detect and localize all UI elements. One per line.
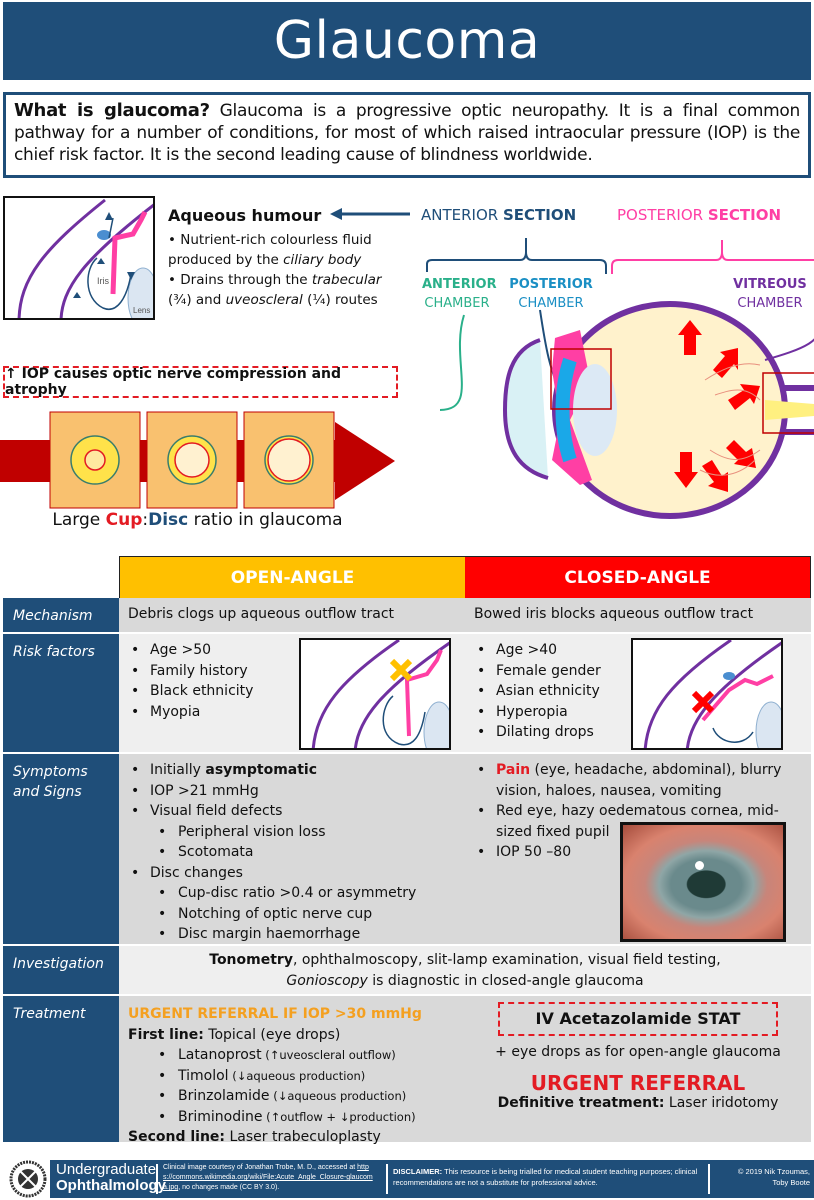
symptom-open-item: Visual field defects — [128, 801, 456, 822]
aqueous-humour-title: Aqueous humour — [168, 206, 322, 225]
risk-open-item: Myopia — [128, 702, 456, 723]
risk-closed-item: Age >40 — [474, 640, 802, 661]
comparison-table: OPEN-ANGLE CLOSED-ANGLE Mechanism Debris… — [3, 556, 811, 1145]
second-line-treatment: Second line: Laser trabeculoplasty — [128, 1129, 381, 1145]
page-title: Glaucoma — [273, 11, 541, 71]
credit-link[interactable]: https://commons.wikimedia.org/wiki/File:… — [163, 1164, 373, 1191]
eye-cross-section-diagram — [439, 301, 814, 519]
row-label-treatment: Treatment — [3, 996, 119, 1142]
definitive-treatment: Definitive treatment: Laser iridotomy — [497, 1095, 779, 1111]
urgent-referral-label: URGENT REFERRAL — [530, 1070, 746, 1095]
copyright: © 2019 Nik Tzoumas,Toby Boote — [737, 1167, 810, 1187]
open-angle-diagram — [299, 638, 451, 750]
section-braces — [426, 238, 814, 274]
iop-note-text: ↑ IOP causes optic nerve compression and… — [5, 366, 342, 398]
symptoms-open: Initially asymptomatic IOP >21 mmHg Visu… — [119, 754, 465, 944]
symptom-open-item: IOP >21 mmHg — [128, 781, 456, 802]
symptom-closed-item: Red eye, hazy oedematous cornea, mid-siz… — [474, 801, 802, 842]
risk-open-item: Age >50 — [128, 640, 456, 661]
row-label-risk-factors: Risk factors — [3, 634, 119, 752]
urgent-referral-threshold: URGENT REFERRAL IF IOP >30 mmHg — [128, 1006, 422, 1022]
aqueous-humour-list: • Nutrient-rich colourless fluid produce… — [168, 230, 408, 310]
intro-heading: What is glaucoma? — [14, 100, 210, 121]
symptom-open-item: Initially asymptomatic — [128, 760, 456, 781]
intro-box: What is glaucoma? Glaucoma is a progress… — [3, 92, 811, 178]
risk-closed-item: Dilating drops — [474, 722, 802, 743]
blocked-angle-icon — [691, 690, 715, 714]
optic-disc-stage-3 — [243, 411, 335, 509]
iris-label: Iris — [97, 276, 109, 286]
risk-closed: Age >40 Female gender Asian ethnicity Hy… — [465, 634, 811, 752]
blocked-trabecular-icon — [389, 658, 413, 682]
mechanism-open: Debris clogs up aqueous outflow tract — [119, 598, 465, 632]
header-open-angle: OPEN-ANGLE — [120, 557, 465, 598]
risk-closed-item: Hyperopia — [474, 702, 802, 723]
risk-open-item: Family history — [128, 661, 456, 682]
symptom-closed-item: IOP 50 –80 — [474, 842, 802, 863]
row-label-mechanism: Mechanism — [3, 598, 119, 632]
symptoms-closed: Pain (eye, headache, abdominal), blurry … — [465, 754, 811, 944]
drug-item: Briminodine (↑outflow + ↓production) — [128, 1107, 456, 1128]
risk-closed-item: Asian ethnicity — [474, 681, 802, 702]
disclaimer: DISCLAIMER: This resource is being trial… — [393, 1167, 698, 1187]
footer: Undergraduate Ophthalmology Clinical ima… — [0, 1158, 814, 1200]
optic-disc-stage-1 — [49, 411, 141, 509]
image-credit: Clinical image courtesy of Jonathan Trob… — [163, 1164, 373, 1191]
symptom-open-subitem: Cup-disc ratio >0.4 or asymmetry — [128, 883, 456, 904]
optic-disc-stage-2 — [146, 411, 238, 509]
table-row-risk-factors: Risk factors Age >50 Family history Blac… — [3, 634, 811, 754]
first-line-treatment: First line: Topical (eye drops) — [128, 1026, 341, 1043]
posterior-section-label: POSTERIOR SECTION — [617, 206, 782, 224]
university-crest-icon — [9, 1160, 47, 1198]
anterior-section-label: ANTERIOR SECTION — [421, 206, 577, 224]
symptom-open-subitem: Peripheral vision loss — [128, 822, 456, 843]
table-row-investigation: Investigation Tonometry, ophthalmoscopy,… — [3, 946, 811, 996]
risk-closed-item: Female gender — [474, 661, 802, 682]
title-banner: Glaucoma — [3, 2, 811, 80]
closed-angle-diagram — [631, 638, 783, 750]
table-header-row: OPEN-ANGLE CLOSED-ANGLE — [119, 556, 811, 598]
cup-disc-progression — [0, 411, 395, 509]
aqueous-bullet-2: • Drains through the trabecular (¾) and … — [168, 272, 382, 308]
lens-label: Lens — [133, 306, 151, 315]
symptom-closed-item: Pain (eye, headache, abdominal), blurry … — [474, 760, 802, 801]
row-label-investigation: Investigation — [3, 946, 119, 994]
mechanism-closed: Bowed iris blocks aqueous outflow tract — [465, 598, 811, 632]
risk-open-item: Black ethnicity — [128, 681, 456, 702]
treatment-open: URGENT REFERRAL IF IOP >30 mmHg First li… — [119, 996, 465, 1145]
header-closed-angle: CLOSED-ANGLE — [465, 557, 810, 598]
treatment-closed: IV Acetazolamide STAT + eye drops as for… — [465, 996, 811, 1142]
iop-note-box: ↑ IOP causes optic nerve compression and… — [3, 366, 398, 398]
symptom-open-subitem: Scotomata — [128, 842, 456, 863]
arrow-left-icon — [330, 208, 410, 220]
investigation-content: Tonometry, ophthalmoscopy, slit-lamp exa… — [119, 946, 811, 994]
drug-item: Latanoprost (↑uveoscleral outflow) — [128, 1045, 456, 1066]
risk-open: Age >50 Family history Black ethnicity M… — [119, 634, 465, 752]
eye-drops-note: + eye drops as for open-angle glaucoma — [495, 1044, 781, 1060]
symptom-open-subitem: Disc margin haemorrhage — [128, 924, 456, 945]
aqueous-diagram: Iris Lens — [3, 196, 155, 320]
drug-item: Timolol (↓aqueous production) — [128, 1066, 456, 1087]
intro-text: Glaucoma is a progressive optic neuropat… — [14, 101, 800, 165]
iv-acetazolamide-box: IV Acetazolamide STAT — [498, 1002, 778, 1036]
table-row-treatment: Treatment URGENT REFERRAL IF IOP >30 mmH… — [3, 996, 811, 1145]
symptom-open-item: Disc changes — [128, 863, 456, 884]
cup-disc-caption: Large Cup:Disc ratio in glaucoma — [52, 510, 343, 530]
aqueous-flow-illustration — [17, 198, 153, 318]
brand-logo: Undergraduate Ophthalmology — [56, 1161, 166, 1194]
clinical-eye-photo — [620, 822, 786, 942]
drug-item: Brinzolamide (↓aqueous production) — [128, 1086, 456, 1107]
aqueous-bullet-1: • Nutrient-rich colourless fluid produce… — [168, 232, 372, 268]
symptom-open-subitem: Notching of optic nerve cup — [128, 904, 456, 925]
table-row-mechanism: Mechanism Debris clogs up aqueous outflo… — [3, 598, 811, 634]
